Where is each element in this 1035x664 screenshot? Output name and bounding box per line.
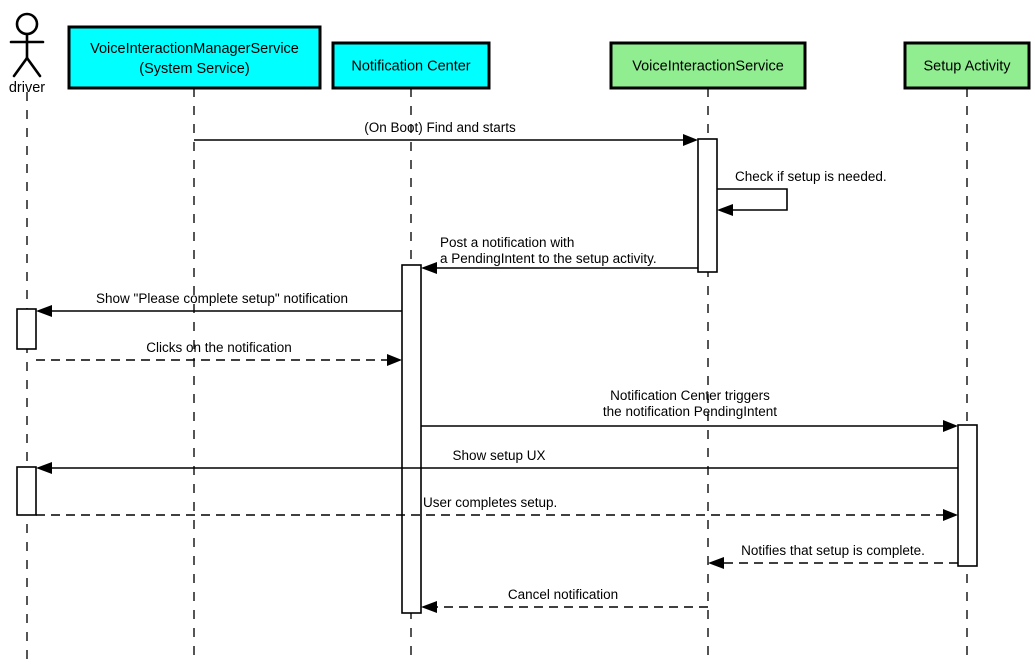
- participant-label-voice-interaction-service: VoiceInteractionService: [632, 58, 784, 74]
- message-label-post-notification-line2: a PendingIntent to the setup activity.: [440, 251, 657, 266]
- participant-driver[interactable]: driver: [9, 12, 45, 96]
- participant-notification-center[interactable]: Notification Center: [331, 41, 491, 90]
- participant-setup-activity[interactable]: Setup Activity: [903, 41, 1031, 90]
- message-label-cancel-notification: Cancel notification: [508, 587, 618, 602]
- arrowhead-left-icon: [36, 305, 52, 317]
- message-notification-center-triggers[interactable]: Notification Center triggers the notific…: [421, 388, 958, 432]
- arrowhead-right-icon: [683, 134, 698, 146]
- activation-bar-driver-2: [16, 466, 37, 516]
- arrowhead-right-icon: [943, 509, 958, 521]
- arrowhead-left-icon: [708, 557, 724, 569]
- message-clicks-on-notification[interactable]: Clicks on the notification: [36, 340, 402, 366]
- arrowhead-left-icon: [717, 204, 733, 216]
- participant-label-driver: driver: [9, 80, 45, 96]
- activation-bar-setup-activity: [957, 424, 978, 567]
- participant-vims[interactable]: VoiceInteractionManagerService (System S…: [67, 25, 322, 90]
- message-label-show-setup-ux: Show setup UX: [452, 448, 545, 463]
- message-label-notification-center-triggers-line2: the notification PendingIntent: [603, 404, 777, 419]
- message-notifies-setup-complete[interactable]: Notifies that setup is complete.: [708, 543, 958, 569]
- participant-label-vims-line1: VoiceInteractionManagerService: [90, 41, 299, 57]
- message-find-and-starts[interactable]: (On Boot) Find and starts: [194, 120, 698, 146]
- actor-right-leg-icon: [25, 56, 42, 78]
- message-label-find-and-starts: (On Boot) Find and starts: [364, 120, 516, 135]
- activation-bars-layer: [16, 138, 978, 614]
- arrowhead-left-icon: [421, 262, 437, 274]
- message-label-notification-center-triggers-line1: Notification Center triggers: [610, 388, 770, 403]
- message-label-notifies-setup-complete: Notifies that setup is complete.: [741, 543, 925, 558]
- message-label-show-complete-setup-notification: Show "Please complete setup" notificatio…: [96, 291, 348, 306]
- activation-bar-notification-center: [401, 264, 422, 614]
- participant-box-voice-interaction-service[interactable]: [609, 41, 807, 90]
- message-check-if-setup-needed[interactable]: Check if setup is needed.: [717, 169, 887, 216]
- participant-label-vims-line2: (System Service): [139, 61, 249, 77]
- message-label-post-notification-line1: Post a notification with: [440, 235, 574, 250]
- message-cancel-notification[interactable]: Cancel notification: [421, 587, 708, 613]
- arrowhead-right-icon: [387, 354, 402, 366]
- activation-bar-driver-1: [16, 308, 37, 350]
- actor-left-leg-icon: [12, 56, 29, 78]
- message-post-notification[interactable]: Post a notification with a PendingIntent…: [421, 235, 698, 274]
- message-show-complete-setup-notification[interactable]: Show "Please complete setup" notificatio…: [36, 291, 402, 317]
- participant-box-vims[interactable]: [67, 25, 322, 90]
- message-selfcall-path: [717, 188, 788, 211]
- participant-box-setup-activity[interactable]: [903, 41, 1031, 90]
- participant-box-notification-center[interactable]: [331, 41, 491, 90]
- message-label-check-if-setup-needed: Check if setup is needed.: [735, 169, 887, 184]
- message-show-setup-ux[interactable]: Show setup UX: [36, 448, 958, 474]
- arrowhead-right-icon: [943, 420, 958, 432]
- message-user-completes-setup[interactable]: User completes setup.: [36, 495, 958, 521]
- activation-bar-voice-interaction-service: [697, 138, 718, 273]
- message-label-clicks-on-notification: Clicks on the notification: [146, 340, 292, 355]
- arrowhead-left-icon: [36, 462, 52, 474]
- participant-label-setup-activity: Setup Activity: [923, 58, 1011, 74]
- message-label-user-completes-setup: User completes setup.: [423, 495, 557, 510]
- actor-head-icon: [15, 12, 39, 36]
- arrowhead-left-icon: [421, 601, 437, 613]
- participant-voice-interaction-service[interactable]: VoiceInteractionService: [609, 41, 807, 90]
- participant-label-notification-center: Notification Center: [351, 58, 470, 74]
